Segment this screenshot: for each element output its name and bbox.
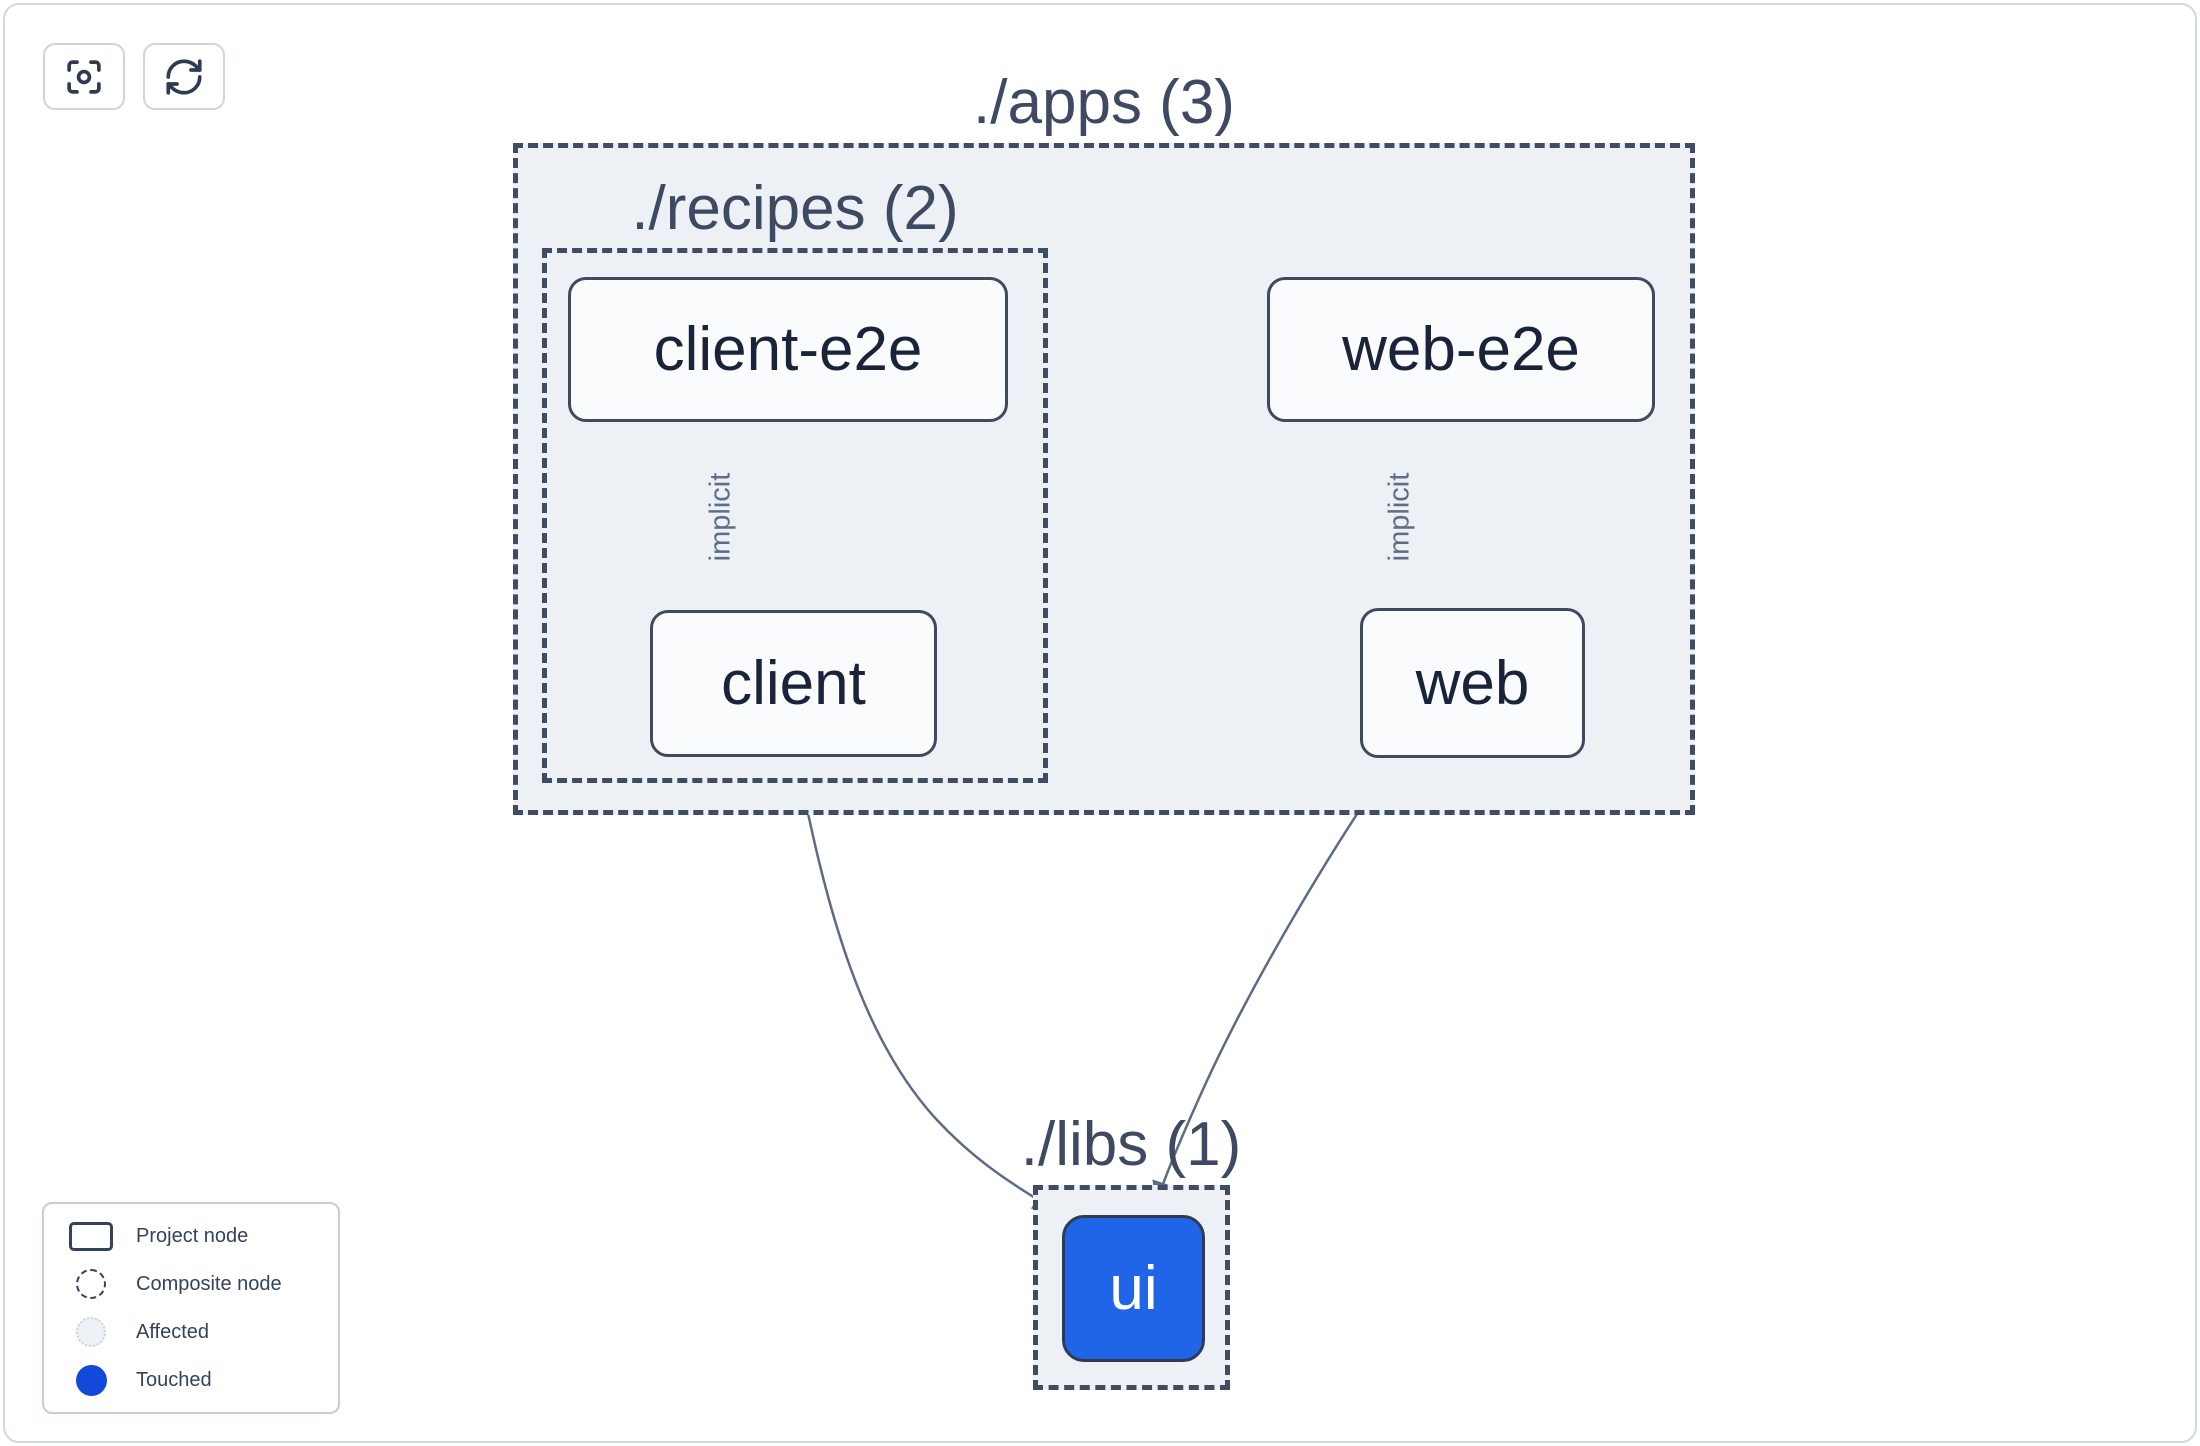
legend-row-affected: Affected xyxy=(44,1308,338,1356)
focus-icon xyxy=(63,56,105,98)
graph-canvas[interactable]: ./apps (3) ./recipes (2) ./libs (1) clie… xyxy=(3,3,2197,1443)
legend: Project node Composite node Affected Tou… xyxy=(42,1202,340,1414)
focus-button[interactable] xyxy=(43,43,125,110)
node-label: client xyxy=(721,649,866,718)
edge-web-to-ui[interactable] xyxy=(1152,760,1395,1205)
edge-label-implicit-client: implicit xyxy=(704,472,737,562)
node-client-e2e[interactable]: client-e2e xyxy=(568,277,1008,422)
composite-label-recipes[interactable]: ./recipes (2) xyxy=(631,174,959,243)
legend-label: Project node xyxy=(136,1224,249,1247)
project-node-swatch-icon xyxy=(68,1221,114,1251)
legend-label: Touched xyxy=(136,1368,212,1391)
edge-label-implicit-web: implicit xyxy=(1383,472,1416,562)
affected-swatch-icon xyxy=(68,1317,114,1347)
legend-row-project-node: Project node xyxy=(44,1212,338,1260)
node-ui-touched[interactable]: ui xyxy=(1062,1215,1205,1362)
edge-client-to-ui[interactable] xyxy=(795,758,1056,1211)
refresh-button[interactable] xyxy=(143,43,225,110)
composite-label-libs[interactable]: ./libs (1) xyxy=(1020,1110,1242,1179)
refresh-icon xyxy=(163,56,205,98)
node-label: web-e2e xyxy=(1342,315,1580,384)
composite-label-apps[interactable]: ./apps (3) xyxy=(973,68,1235,137)
legend-label: Composite node xyxy=(136,1272,282,1295)
touched-swatch-icon xyxy=(68,1364,114,1396)
legend-row-composite-node: Composite node xyxy=(44,1260,338,1308)
node-web-e2e[interactable]: web-e2e xyxy=(1267,277,1655,422)
legend-label: Affected xyxy=(136,1320,210,1343)
legend-row-touched: Touched xyxy=(44,1356,338,1404)
composite-node-swatch-icon xyxy=(68,1269,114,1299)
node-label: web xyxy=(1415,648,1530,718)
node-client[interactable]: client xyxy=(650,610,937,757)
node-label: client-e2e xyxy=(653,315,923,384)
node-web[interactable]: web xyxy=(1360,608,1585,758)
node-label: ui xyxy=(1109,1254,1158,1323)
